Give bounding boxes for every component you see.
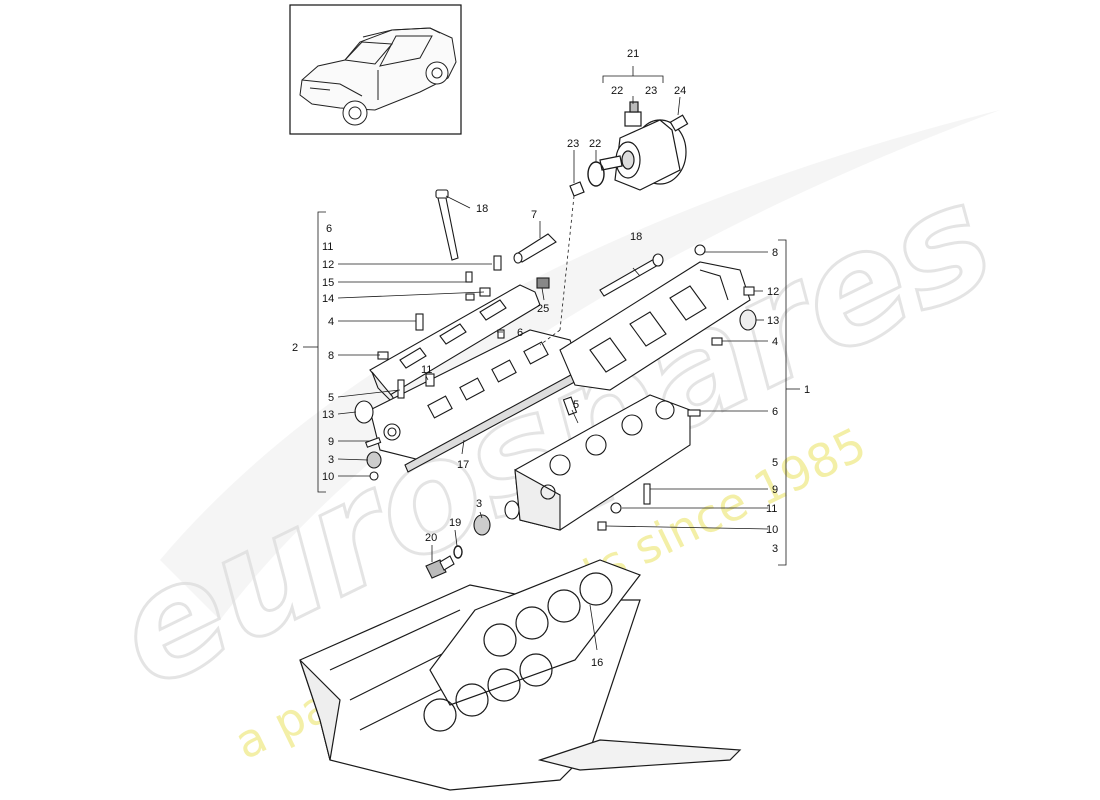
callout-18-right: 18 bbox=[630, 231, 642, 243]
callout-1: 1 bbox=[804, 384, 810, 396]
car-icon bbox=[299, 27, 457, 126]
callout-22: 22 bbox=[589, 138, 601, 150]
right-cylinder-head bbox=[473, 394, 701, 536]
o-ring-22 bbox=[587, 161, 605, 187]
callout-17: 17 bbox=[457, 459, 469, 471]
callout-9-left: 9 bbox=[328, 436, 334, 448]
seal-19 bbox=[453, 545, 463, 559]
callout-23-pump: 23 bbox=[645, 85, 657, 97]
callout-25: 25 bbox=[537, 303, 549, 315]
callout-9-right: 9 bbox=[772, 484, 778, 496]
callout-10-left: 10 bbox=[322, 471, 334, 483]
callout-19: 19 bbox=[449, 517, 461, 529]
callout-11-right: 11 bbox=[766, 503, 777, 515]
bolt-18-right bbox=[599, 253, 664, 297]
callout-2: 2 bbox=[292, 342, 298, 354]
leader-lines bbox=[303, 66, 800, 651]
bolt-18-left bbox=[435, 189, 459, 261]
clip-25 bbox=[536, 277, 550, 289]
callout-16: 16 bbox=[591, 657, 603, 669]
right-camshaft-housing bbox=[559, 244, 757, 391]
callout-18-left: 18 bbox=[476, 203, 488, 215]
seal-23 bbox=[569, 181, 585, 197]
callout-14: 14 bbox=[322, 293, 334, 305]
callout-20: 20 bbox=[425, 532, 437, 544]
vacuum-pump bbox=[599, 101, 689, 191]
callout-3-mid: 3 bbox=[476, 498, 482, 510]
callout-23: 23 bbox=[567, 138, 579, 150]
callout-5-mid: 5 bbox=[573, 399, 579, 411]
callout-6-mid: 6 bbox=[517, 327, 523, 339]
watermark-swoosh bbox=[160, 110, 1000, 620]
callout-12-right: 12 bbox=[767, 286, 779, 298]
callout-4-left: 4 bbox=[328, 316, 334, 328]
callout-15: 15 bbox=[322, 277, 334, 289]
tube-7 bbox=[513, 233, 557, 264]
callout-22-pump: 22 bbox=[611, 85, 623, 97]
callout-8-left: 8 bbox=[328, 350, 334, 362]
block-bores bbox=[423, 653, 553, 732]
callouts: 21 22 23 24 23 22 18 7 6 11 12 15 14 25 … bbox=[292, 48, 810, 669]
callout-5-left: 5 bbox=[328, 392, 334, 404]
callout-6-left: 6 bbox=[326, 223, 332, 235]
callout-21: 21 bbox=[627, 48, 639, 60]
callout-5-right: 5 bbox=[772, 457, 778, 469]
callout-11-mid: 11 bbox=[421, 364, 432, 376]
callout-13-right: 13 bbox=[767, 315, 779, 327]
callout-3-right: 3 bbox=[772, 543, 778, 555]
callout-24: 24 bbox=[674, 85, 686, 97]
vehicle-thumbnail bbox=[289, 4, 462, 135]
callout-6-right: 6 bbox=[772, 406, 778, 418]
callout-4-right: 4 bbox=[772, 336, 778, 348]
callout-13-left: 13 bbox=[322, 409, 334, 421]
callout-7: 7 bbox=[531, 209, 537, 221]
callout-11-left: 11 bbox=[322, 241, 333, 253]
callout-3-left: 3 bbox=[328, 454, 334, 466]
head-gasket-16 bbox=[429, 559, 641, 706]
sensor-20 bbox=[425, 555, 455, 579]
callout-10-right: 10 bbox=[766, 524, 778, 536]
callout-8-right: 8 bbox=[772, 247, 778, 259]
callout-12-left: 12 bbox=[322, 259, 334, 271]
